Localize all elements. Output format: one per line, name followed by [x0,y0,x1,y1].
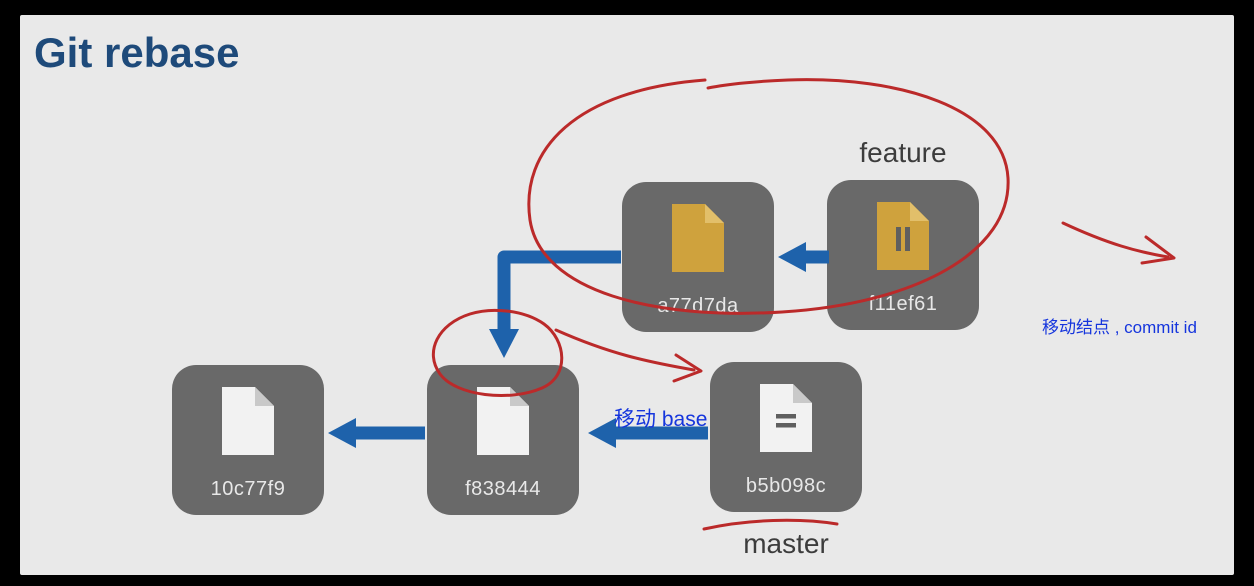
commit-node-10c77f9: 10c77f9 [172,365,324,515]
commit-node-a77d7da: a77d7da [622,182,774,332]
slide-title: Git rebase [34,29,240,76]
commit-node-b5b098c: b5b098c [710,362,862,512]
commit-hash: b5b098c [745,475,827,497]
slide-background: Git rebase feature master 10c77f9 f83844… [20,15,1234,575]
move-node-annotation: 移动结点 , commit id [1042,318,1197,337]
feature-branch-label: feature [859,137,947,168]
move-base-annotation: 移动 base [614,408,708,431]
commit-node-f11ef61: f11ef61 [827,180,979,330]
commit-hash: f838444 [465,478,541,500]
master-branch-label: master [743,528,829,559]
document-icon [477,387,529,455]
commit-hash: a77d7da [657,295,739,317]
document-pause-icon [877,202,929,270]
document-icon [672,204,724,272]
commit-node-f838444: f838444 [427,365,579,515]
commit-hash: 10c77f9 [210,478,286,500]
commit-hash: f11ef61 [868,293,938,315]
document-icon [222,387,274,455]
document-equals-icon [760,384,812,452]
